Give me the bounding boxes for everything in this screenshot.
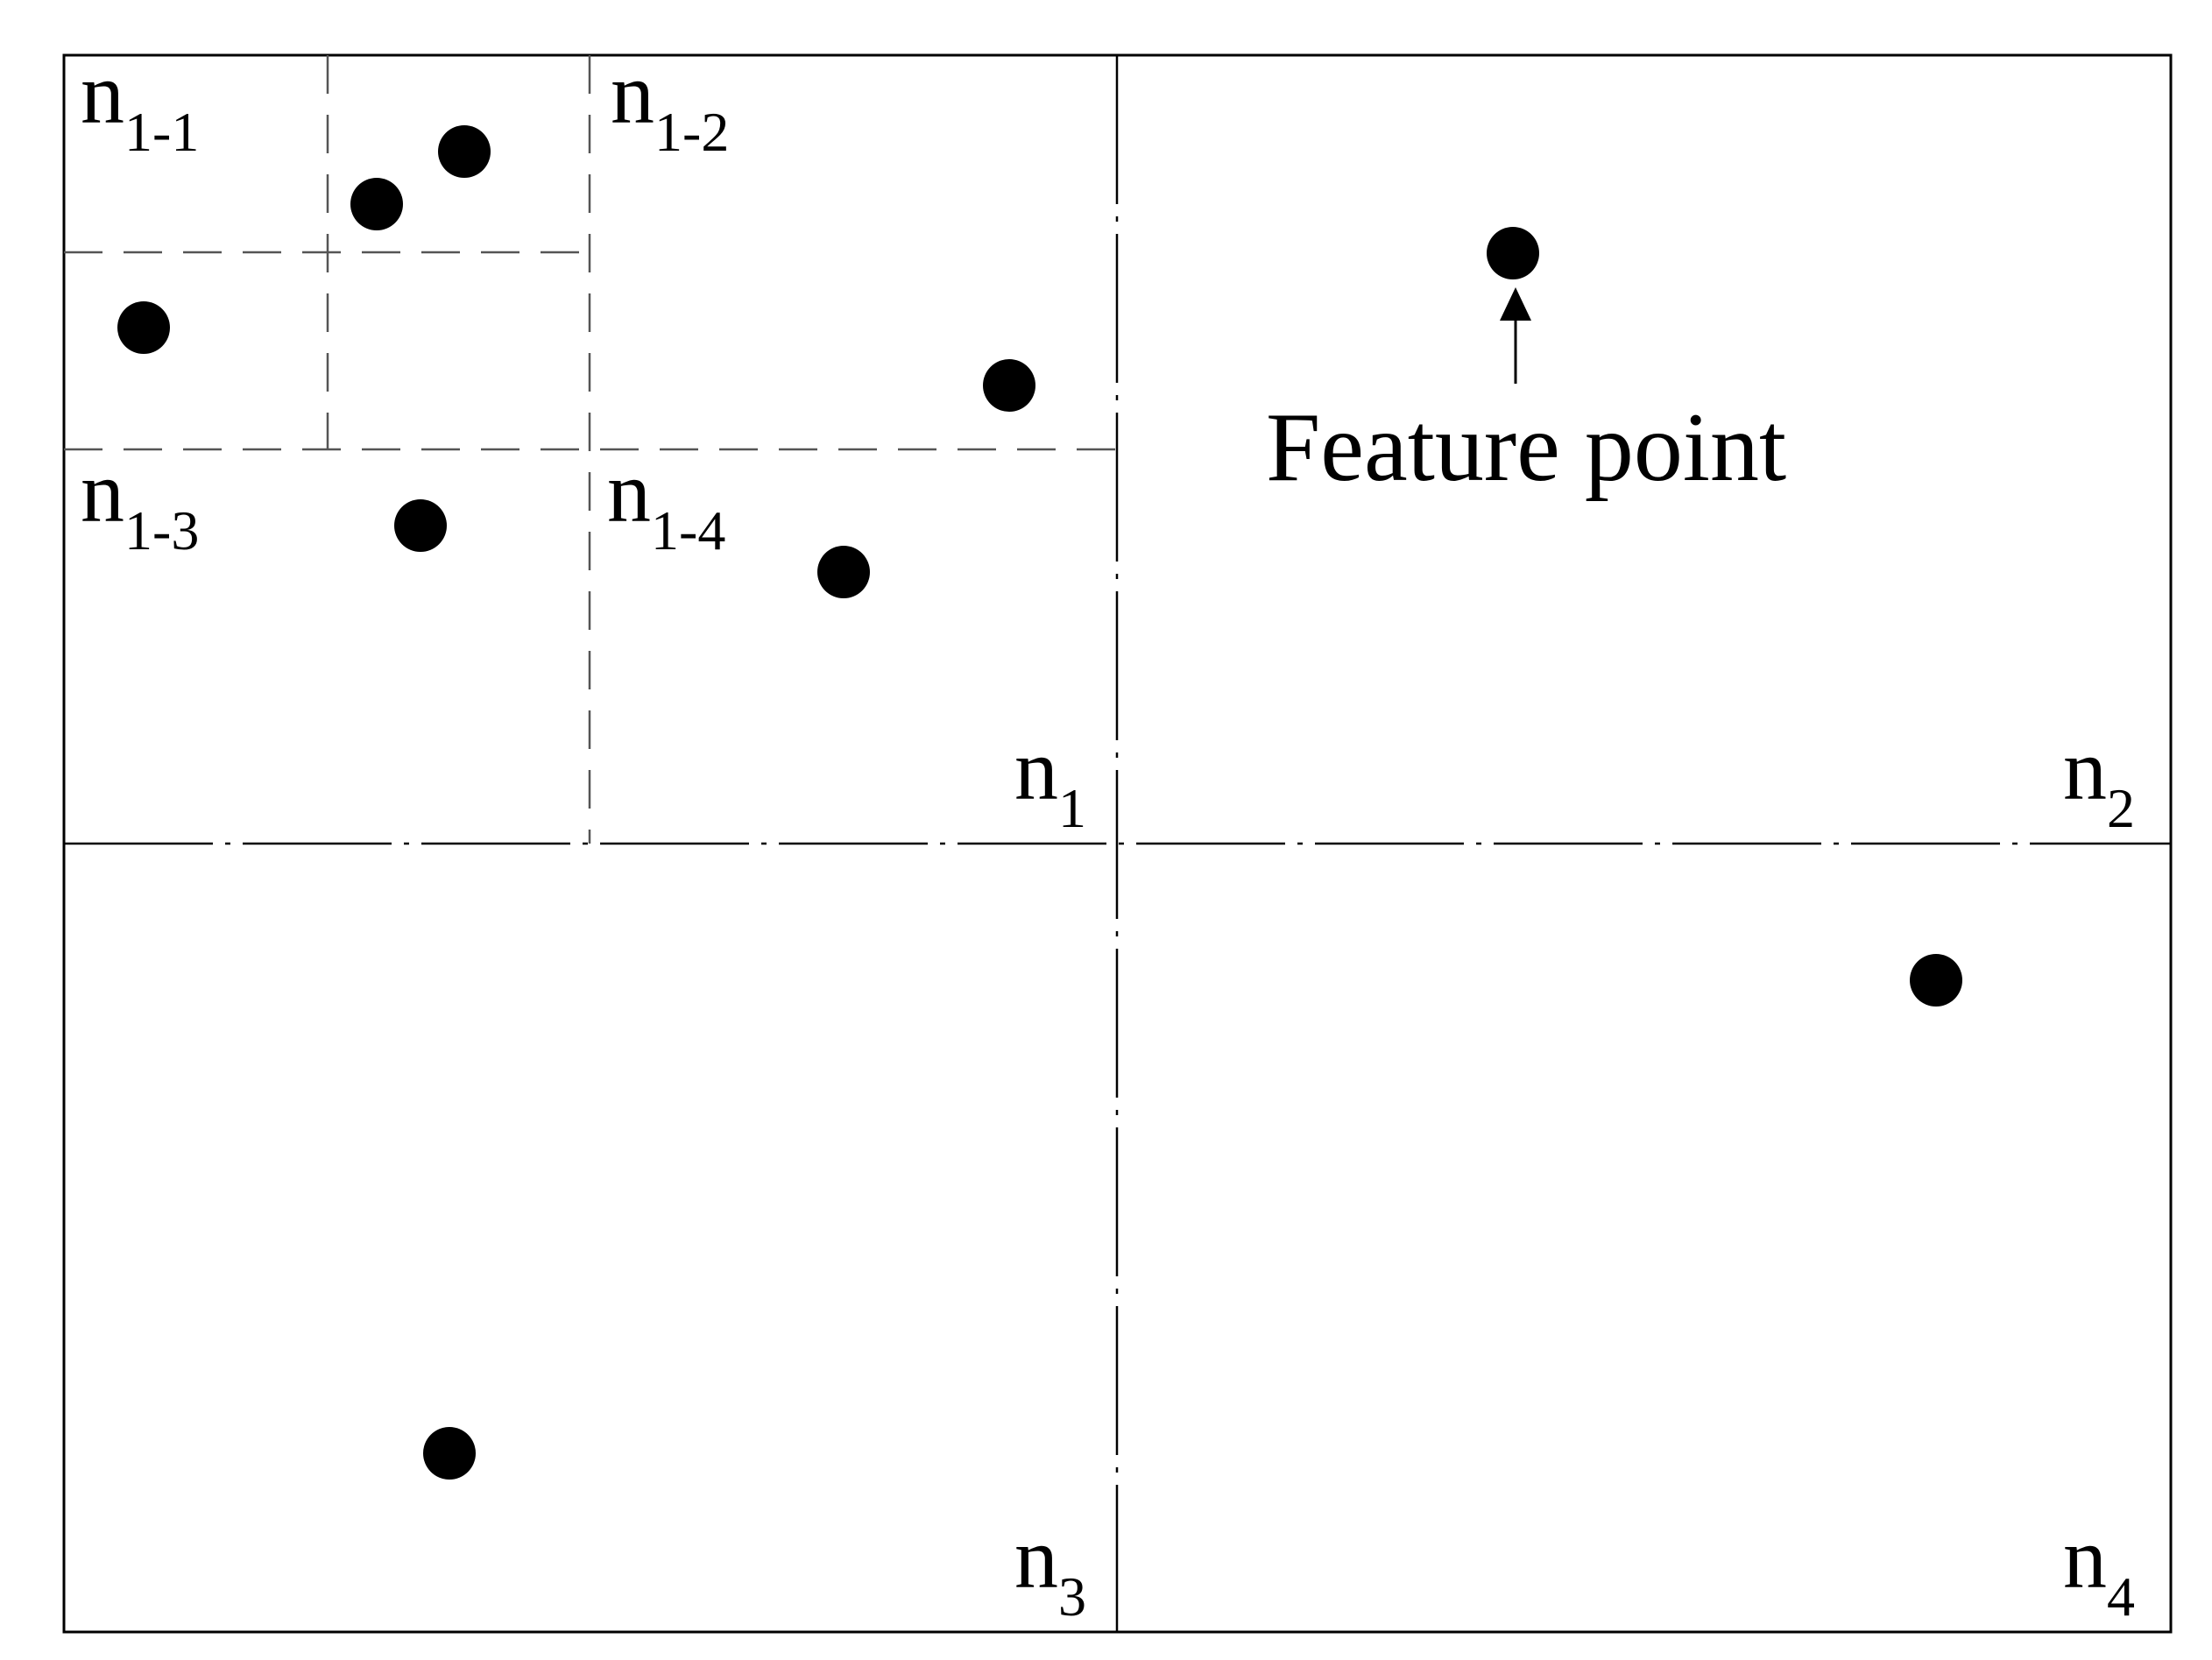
feature-point xyxy=(983,359,1035,412)
node-label-n1: n1 xyxy=(1014,721,1086,839)
annotation-arrowhead xyxy=(1500,287,1531,321)
feature-point xyxy=(817,546,870,598)
node-label-n1-1: n1-1 xyxy=(81,45,199,163)
feature-point xyxy=(350,178,403,230)
feature-point xyxy=(438,125,491,178)
node-label-n2: n2 xyxy=(2063,721,2135,839)
feature-point xyxy=(1487,227,1539,279)
feature-point xyxy=(394,499,447,552)
feature-point xyxy=(1910,954,1962,1007)
node-label-n1-3: n1-3 xyxy=(81,443,199,562)
annotation-label: Feature point xyxy=(1266,393,1786,502)
feature-points xyxy=(117,125,1962,1480)
node-label-n1-4: n1-4 xyxy=(607,443,725,562)
node-label-n4: n4 xyxy=(2063,1509,2135,1628)
feature-point xyxy=(117,301,170,354)
feature-point xyxy=(423,1427,476,1480)
node-label-n1-2: n1-2 xyxy=(611,45,729,163)
node-label-n3: n3 xyxy=(1014,1509,1086,1628)
